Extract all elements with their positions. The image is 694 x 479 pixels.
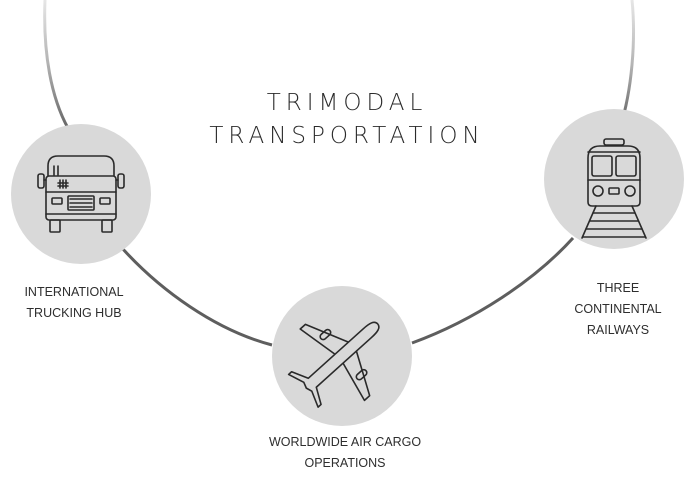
rail-node-circle <box>544 109 684 249</box>
air-node-label: WORLDWIDE AIR CARGO OPERATIONS <box>220 432 470 474</box>
diagram-title-line-1: TRIMODAL <box>266 90 428 116</box>
rail-label-line: THREE <box>596 281 640 295</box>
rail-label-line: RAILWAYS <box>586 323 650 337</box>
air-label-line: WORLDWIDE AIR CARGO <box>268 435 422 449</box>
truck-node-label: INTERNATIONAL TRUCKING HUB <box>0 282 148 324</box>
truck-label-line: INTERNATIONAL <box>24 285 124 299</box>
arc-top-left <box>43 0 74 136</box>
rail-node-label: THREE CONTINENTAL RAILWAYS <box>548 278 688 341</box>
arc-air-to-rail <box>411 236 575 345</box>
train-icon <box>581 138 647 239</box>
air-node-circle <box>272 286 412 426</box>
truck-node-circle <box>11 124 151 264</box>
truck-icon <box>37 155 125 233</box>
truck-label-line: TRUCKING HUB <box>26 306 122 320</box>
airplane-icon <box>287 321 380 408</box>
arc-truck-to-air <box>120 246 273 347</box>
air-label-line: OPERATIONS <box>304 456 386 470</box>
diagram-title-line-2: TRANSPORTATION <box>209 123 485 149</box>
rail-label-line: CONTINENTAL <box>574 302 662 316</box>
